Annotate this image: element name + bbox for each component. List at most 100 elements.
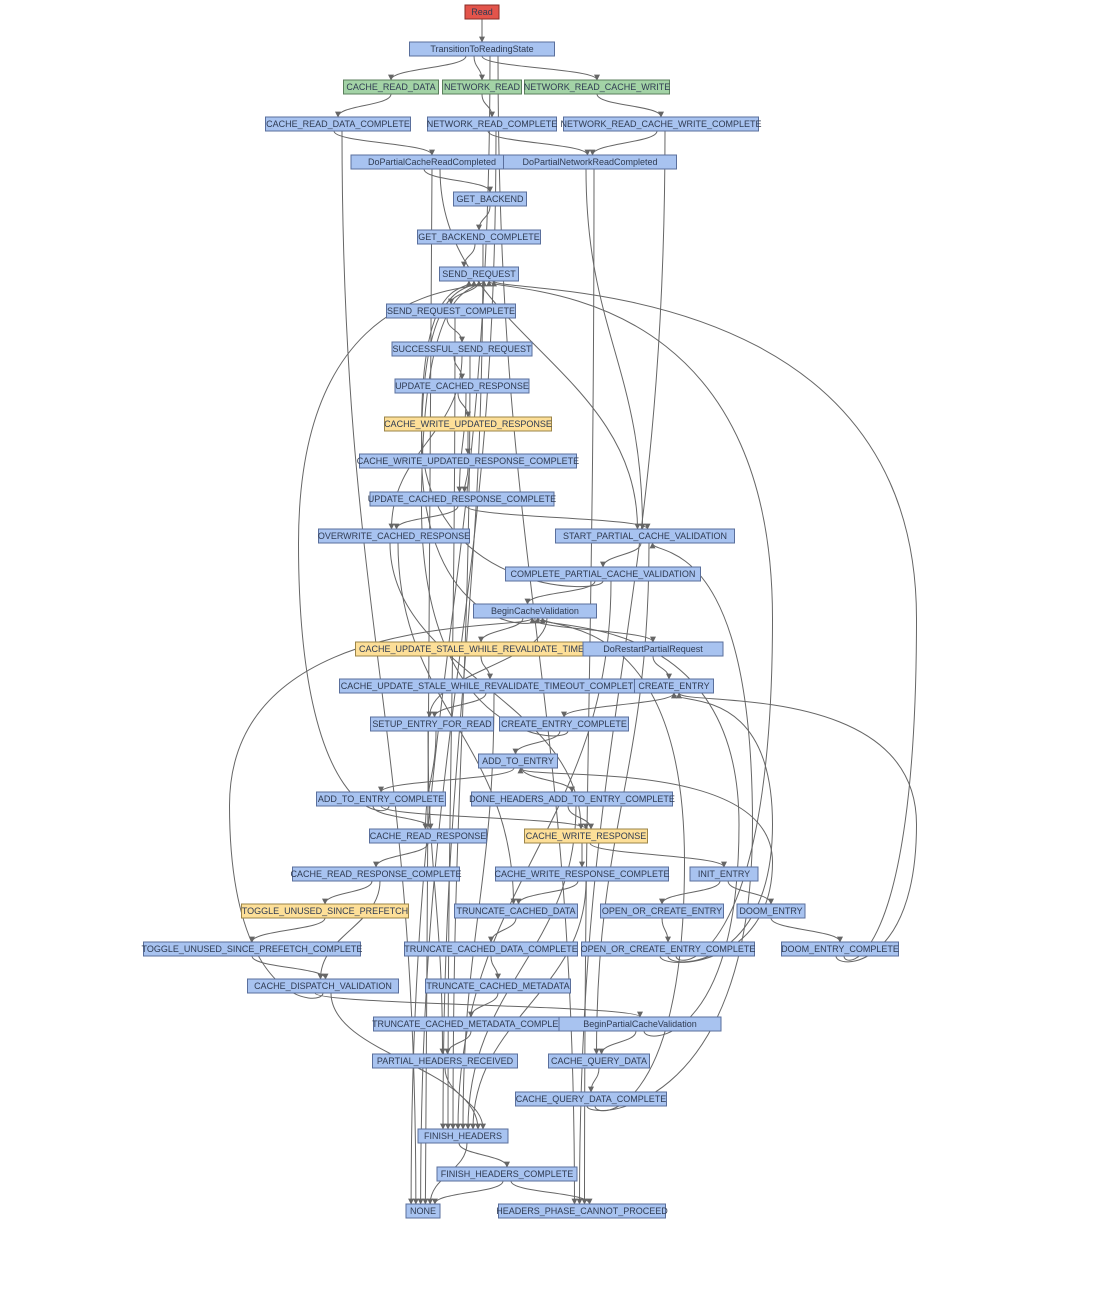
state-node-box bbox=[370, 716, 494, 732]
state-node-label: CACHE_READ_DATA bbox=[346, 82, 435, 92]
state-node-toggle-unused-since-prefetch-complete: TOGGLE_UNUSED_SINCE_PREFETCH_COMPLETE bbox=[142, 941, 362, 957]
transition-edge bbox=[335, 93, 392, 118]
state-node-label: SETUP_ENTRY_FOR_READ bbox=[372, 719, 492, 729]
state-node-box bbox=[405, 1203, 441, 1219]
state-node-box bbox=[442, 79, 522, 95]
transition-edge bbox=[585, 168, 646, 530]
state-node-cache-query-data: CACHE_QUERY_DATA bbox=[548, 1053, 650, 1069]
state-node-start-partial-cache-validation: START_PARTIAL_CACHE_VALIDATION bbox=[555, 528, 735, 544]
transition-edge bbox=[341, 130, 419, 1205]
state-node-label: CACHE_WRITE_UPDATED_RESPONSE_COMPLETE bbox=[357, 456, 579, 466]
state-node-doom-entry-complete: DOOM_ENTRY_COMPLETE bbox=[781, 941, 899, 957]
state-node-finish-headers-complete: FINISH_HEADERS_COMPLETE bbox=[436, 1166, 578, 1182]
state-node-add-to-entry-complete: ADD_TO_ENTRY_COMPLETE bbox=[316, 791, 446, 807]
state-node-cache-read-data-complete: CACHE_READ_DATA_COMPLETE bbox=[265, 116, 411, 132]
state-node-label: PARTIAL_HEADERS_RECEIVED bbox=[377, 1056, 514, 1066]
state-node-label: ADD_TO_ENTRY bbox=[482, 756, 554, 766]
transition-edge bbox=[652, 655, 672, 680]
transition-edge bbox=[461, 243, 476, 268]
state-node-label: HEADERS_PHASE_CANNOT_PROCEED bbox=[496, 1206, 668, 1216]
state-node-box bbox=[499, 716, 629, 732]
state-node-box bbox=[359, 453, 577, 469]
state-node-label: CACHE_QUERY_DATA bbox=[551, 1056, 647, 1066]
transition-edge bbox=[448, 280, 480, 305]
state-node-box bbox=[404, 941, 578, 957]
state-node-box bbox=[417, 1128, 509, 1144]
transition-edge bbox=[450, 355, 471, 1130]
transition-edge bbox=[524, 580, 596, 605]
transition-edge bbox=[598, 1030, 637, 1055]
state-node-box bbox=[343, 79, 439, 95]
transition-edge bbox=[770, 917, 843, 943]
state-node-cache-dispatch-validation: CACHE_DISPATCH_VALIDATION bbox=[247, 978, 399, 994]
transition-edge bbox=[661, 917, 671, 943]
state-node-label: FINISH_HEADERS bbox=[424, 1131, 502, 1141]
state-node-label: BeginCacheValidation bbox=[491, 606, 579, 616]
state-node-doom-entry: DOOM_ENTRY bbox=[736, 903, 806, 919]
state-node-box bbox=[247, 978, 399, 994]
state-node-box bbox=[471, 791, 673, 807]
transition-edge bbox=[588, 1067, 600, 1093]
state-node-label: DoRestartPartialRequest bbox=[603, 644, 703, 654]
state-node-box bbox=[369, 828, 487, 844]
transition-edge bbox=[589, 130, 658, 156]
transition-edge bbox=[426, 617, 548, 718]
state-node-box bbox=[391, 341, 533, 357]
state-node-box bbox=[417, 229, 541, 245]
state-node-network-read: NETWORK_READ bbox=[442, 79, 522, 95]
transition-edge bbox=[423, 168, 493, 193]
state-node-network-read-cache-write: NETWORK_READ_CACHE_WRITE bbox=[524, 79, 670, 95]
transition-edge bbox=[317, 880, 381, 980]
state-node-box bbox=[409, 41, 555, 57]
state-node-cache-update-swr-timeout: CACHE_UPDATE_STALE_WHILE_REVALIDATE_TIME… bbox=[355, 641, 607, 657]
state-node-label: CREATE_ENTRY_COMPLETE bbox=[501, 719, 627, 729]
state-node-do-partial-cache-read-completed: DoPartialCacheReadCompleted bbox=[350, 154, 514, 170]
state-node-box bbox=[515, 1091, 667, 1107]
state-node-label: CACHE_WRITE_RESPONSE_COMPLETE bbox=[494, 869, 669, 879]
state-node-box bbox=[558, 1016, 722, 1032]
transition-edge bbox=[427, 730, 446, 1055]
state-node-label: TransitionToReadingState bbox=[430, 44, 533, 54]
state-node-box bbox=[473, 603, 597, 619]
nodes-layer: ReadTransitionToReadingStateCACHE_READ_D… bbox=[142, 4, 899, 1219]
state-node-label: TOGGLE_UNUSED_SINCE_PREFETCH bbox=[242, 906, 408, 916]
transition-edge bbox=[491, 280, 918, 961]
state-node-label: OPEN_OR_CREATE_ENTRY bbox=[602, 906, 722, 916]
transition-edge bbox=[487, 130, 591, 156]
state-node-done-headers-add-to-entry-complete: DONE_HEADERS_ADD_TO_ENTRY_COMPLETE bbox=[469, 791, 675, 807]
state-node-network-read-cache-write-complete: NETWORK_READ_CACHE_WRITE_COMPLETE bbox=[560, 116, 762, 132]
transition-edge bbox=[378, 767, 515, 793]
state-node-truncate-cached-data-complete: TRUNCATE_CACHED_DATA_COMPLETE bbox=[404, 941, 578, 957]
state-node-box bbox=[386, 303, 516, 319]
state-node-box bbox=[689, 866, 759, 882]
state-node-box bbox=[555, 528, 735, 544]
transition-edge bbox=[417, 130, 497, 1205]
state-node-overwrite-cached-response: OVERWRITE_CACHED_RESPONSE bbox=[318, 528, 470, 544]
state-node-label: TRUNCATE_CACHED_DATA bbox=[456, 906, 575, 916]
transition-edge bbox=[481, 93, 495, 118]
state-node-setup-entry-for-read: SETUP_ENTRY_FOR_READ bbox=[370, 716, 494, 732]
state-node-none: NONE bbox=[405, 1203, 441, 1219]
state-node-box bbox=[241, 903, 409, 919]
state-node-label: CACHE_WRITE_UPDATED_RESPONSE bbox=[384, 419, 552, 429]
transition-edge bbox=[480, 655, 493, 680]
state-node-label: DoPartialNetworkReadCompleted bbox=[522, 157, 657, 167]
state-node-label: UPDATE_CACHED_RESPONSE bbox=[395, 381, 529, 391]
state-node-truncate-cached-data: TRUNCATE_CACHED_DATA bbox=[454, 903, 578, 919]
state-node-successful-send-request: SUCCESSFUL_SEND_REQUEST bbox=[391, 341, 533, 357]
state-node-box bbox=[503, 154, 677, 170]
state-node-label: DoPartialCacheReadCompleted bbox=[368, 157, 496, 167]
state-node-truncate-cached-metadata-complete: TRUNCATE_CACHED_METADATA_COMPLETE bbox=[372, 1016, 570, 1032]
transition-edge bbox=[534, 617, 740, 1037]
state-node-box bbox=[394, 378, 530, 394]
transition-edge bbox=[431, 1180, 504, 1205]
state-node-box bbox=[143, 941, 361, 957]
transition-edge bbox=[676, 692, 918, 963]
state-node-label: TRUNCATE_CACHED_METADATA_COMPLETE bbox=[372, 1019, 570, 1029]
state-node-cache-update-swr-timeout-complete: CACHE_UPDATE_STALE_WHILE_REVALIDATE_TIME… bbox=[339, 678, 641, 694]
transition-edge bbox=[561, 692, 675, 718]
transition-edge bbox=[470, 880, 587, 1130]
state-node-box bbox=[454, 903, 578, 919]
state-node-label: SEND_REQUEST_COMPLETE bbox=[387, 306, 515, 316]
